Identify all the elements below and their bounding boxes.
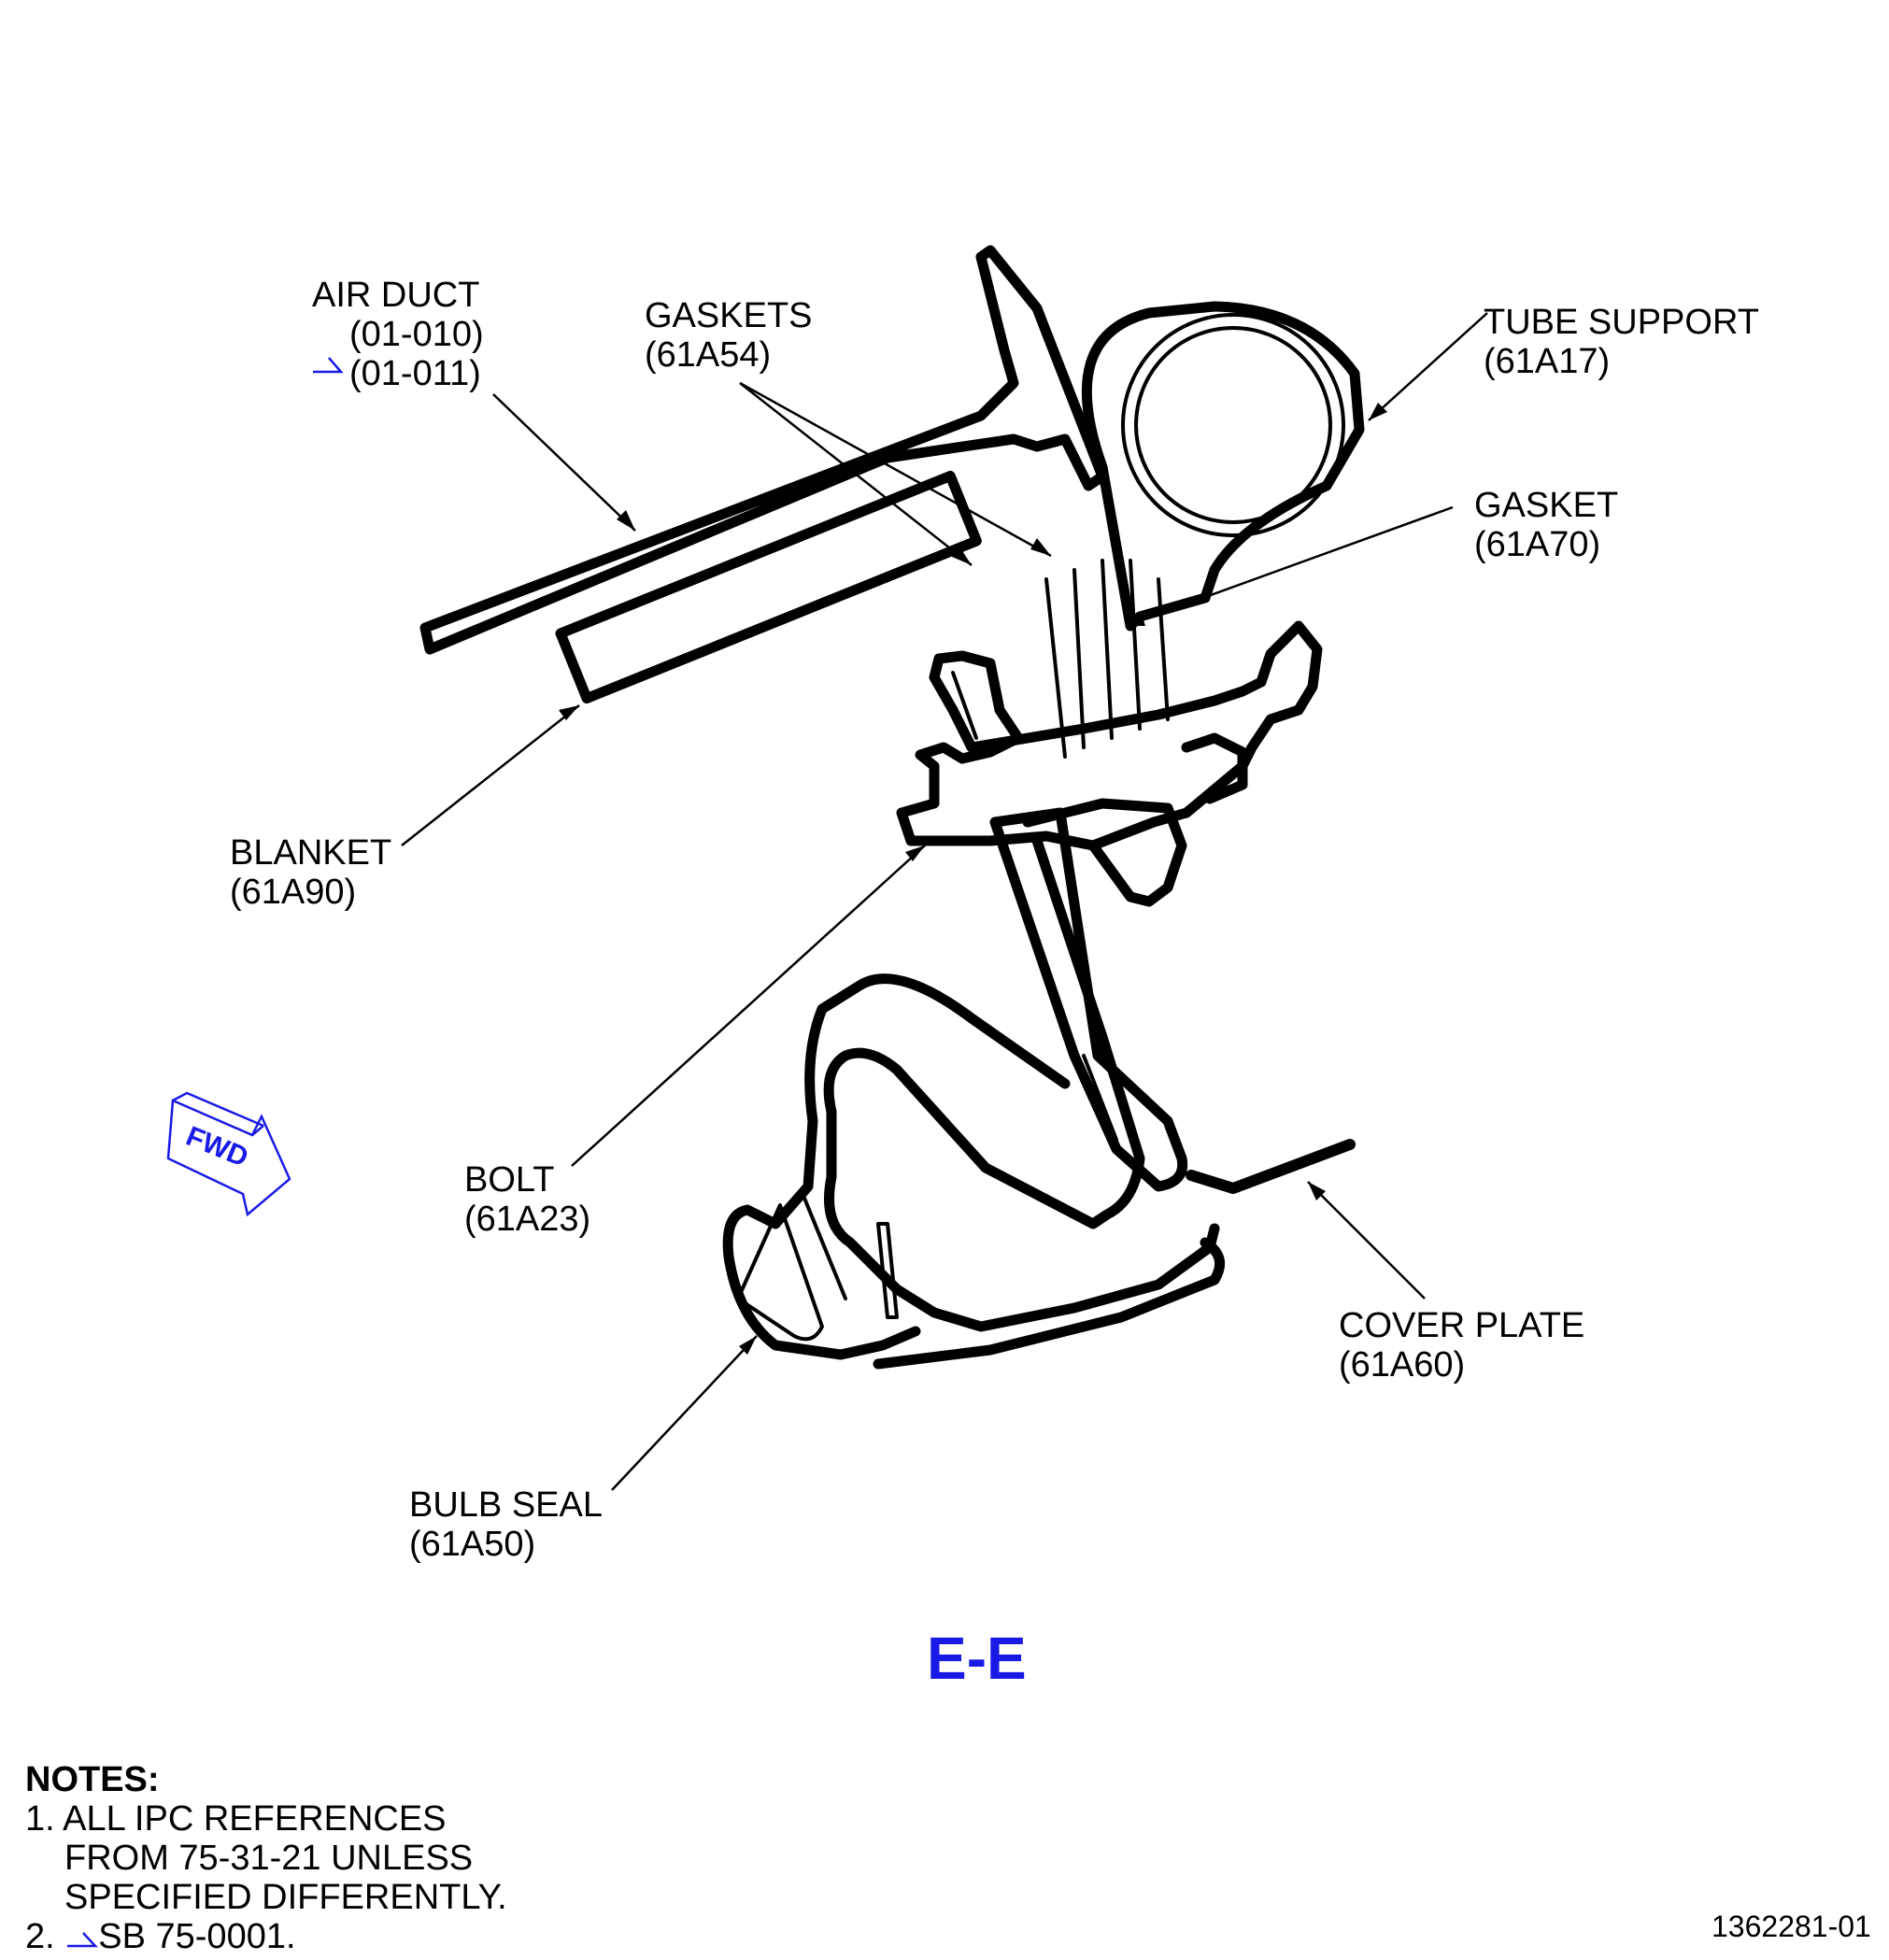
air-duct-label: AIR DUCT (312, 276, 480, 315)
bulb-seal-label: BULB SEAL (409, 1485, 603, 1525)
gaskets-ref: (61A54) (645, 335, 772, 375)
callout-blanket: BLANKET (61A90) (230, 833, 391, 912)
callout-gasket: GASKET (61A70) (1474, 486, 1618, 564)
gasket-ref: (61A70) (1474, 525, 1601, 564)
bolt-shape (896, 620, 1323, 907)
air-duct-ref-1: (01-010) (349, 315, 484, 354)
note-2-number: 2. (25, 1917, 55, 1956)
callout-gaskets: GASKETS (61A54) (645, 296, 813, 375)
bolt-label: BOLT (464, 1160, 555, 1200)
bulb-seal-ref: (61A50) (409, 1525, 536, 1564)
callout-cover-plate: COVER PLATE (61A60) (1339, 1306, 1584, 1385)
fwd-label: FWD (182, 1121, 253, 1173)
callout-bulb-seal: BULB SEAL (61A50) (409, 1485, 603, 1564)
revision-flag-icon (67, 1932, 99, 1948)
note-2-text: SB 75-0001. (98, 1917, 296, 1956)
note-1-line-3: SPECIFIED DIFFERENTLY. (64, 1878, 507, 1917)
callout-tube-support: TUBE SUPPORT (61A17) (1484, 303, 1759, 381)
tube-support-ref: (61A17) (1484, 342, 1611, 381)
view-title: E-E (927, 1625, 1027, 1692)
fwd-arrow-icon (166, 1091, 291, 1217)
blanket-label: BLANKET (230, 833, 392, 873)
tube-support-shape (1081, 301, 1365, 632)
cover-plate-shape (1186, 1139, 1356, 1194)
bulb-seal-shape (722, 807, 1226, 1370)
tube-support-label: TUBE SUPPORT (1484, 303, 1759, 342)
note-1-line-2: FROM 75-31-21 UNLESS (64, 1839, 474, 1878)
callout-bolt: BOLT (61A23) (464, 1160, 590, 1239)
gasket-label: GASKET (1474, 486, 1619, 525)
cover-plate-ref: (61A60) (1339, 1345, 1466, 1385)
notes-heading: NOTES: (25, 1760, 160, 1799)
bolt-ref: (61A23) (464, 1200, 591, 1239)
note-2: 2. SB 75-0001. (25, 1917, 507, 1956)
drawing-number: 1362281-01 (1711, 1910, 1871, 1943)
blanket-ref: (61A90) (230, 873, 357, 912)
gaskets-label: GASKETS (645, 296, 813, 335)
callout-air-duct: AIR DUCT (01-010) (01-011) (312, 276, 484, 393)
revision-flag-icon (313, 357, 344, 374)
cover-plate-label: COVER PLATE (1339, 1306, 1585, 1345)
note-1-line-1: 1. ALL IPC REFERENCES (25, 1799, 447, 1839)
notes-block: NOTES: 1. ALL IPC REFERENCES FROM 75-31-… (25, 1760, 507, 1956)
air-duct-ref-2: (01-011) (349, 354, 481, 393)
